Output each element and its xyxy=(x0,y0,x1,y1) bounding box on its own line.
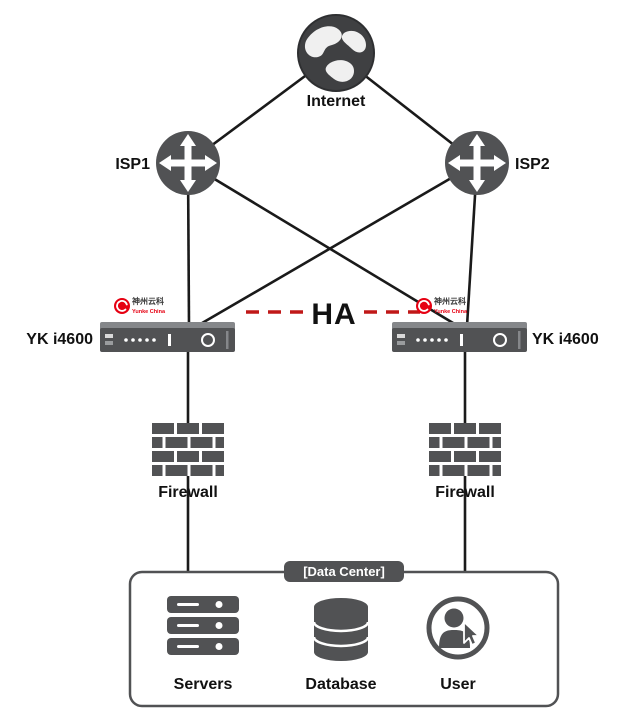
ha-label: HA xyxy=(311,298,356,331)
firewall-brick-icon-right xyxy=(429,423,501,476)
user-label: User xyxy=(440,676,476,693)
vendor-name-cn-left: 神州云科 xyxy=(132,296,164,306)
device-left-label: YK i4600 xyxy=(26,331,93,348)
vendor-logo-icon-left xyxy=(113,297,131,315)
firewall-left-label: Firewall xyxy=(158,484,218,501)
servers-label: Servers xyxy=(174,676,233,693)
internet-label: Internet xyxy=(307,93,366,110)
link-isp2-device-left xyxy=(196,161,478,328)
vendor-logo-icon-right xyxy=(415,297,433,315)
vendor-name-cn-right: 神州云科 xyxy=(434,296,466,306)
device-right-label: YK i4600 xyxy=(532,331,599,348)
datacenter-label: [Data Center] xyxy=(303,564,385,579)
isp2-label: ISP2 xyxy=(515,156,550,173)
servers-stack-icon xyxy=(167,596,239,655)
load-balancer-appliance-icon-left xyxy=(99,321,236,353)
datacenter-badge xyxy=(284,561,404,582)
vendor-name-en-left: Yunke China xyxy=(132,309,166,315)
globe-icon xyxy=(297,14,375,92)
link-isp1-device-right xyxy=(187,161,459,328)
vendor-name-en-right: Yunke China xyxy=(434,309,468,315)
firewall-right-label: Firewall xyxy=(435,484,495,501)
user-cursor-icon xyxy=(429,599,487,657)
isp1-label: ISP1 xyxy=(115,156,150,173)
database-label: Database xyxy=(305,676,376,693)
router-icon-isp2 xyxy=(445,131,509,195)
firewall-brick-icon-left xyxy=(152,423,224,476)
load-balancer-appliance-icon-right xyxy=(391,321,528,353)
router-icon-isp1 xyxy=(156,131,220,195)
database-cylinder-icon xyxy=(312,596,370,663)
